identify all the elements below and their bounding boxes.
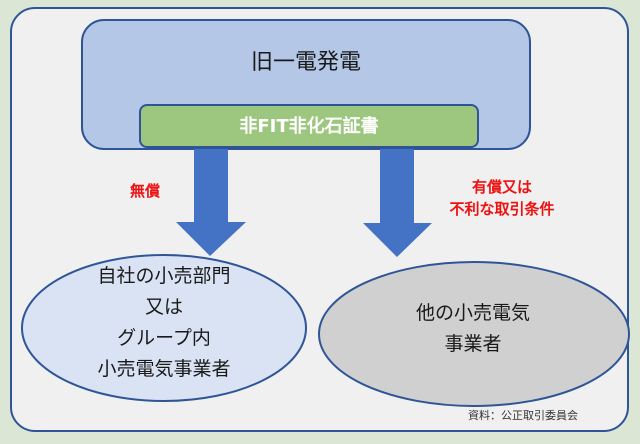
certificate-label: 非FIT非化石証書 [239, 116, 379, 137]
right-node-line: 他の小売電気 [415, 302, 530, 324]
right-node-line: 事業者 [444, 333, 502, 355]
top-box-label: 旧一電発電 [250, 50, 361, 75]
certificate-bar [139, 104, 479, 148]
arrow-left [176, 149, 246, 256]
right-node [318, 261, 630, 407]
paid-label: 有償又は 不利な取引条件 [432, 176, 572, 220]
left-node-label: 自社の小売部門 又は グループ内 小売電気事業者 [22, 261, 306, 385]
left-node [21, 254, 307, 402]
left-node-line: グループ内 [117, 327, 211, 349]
free-label: 無償 [130, 182, 161, 200]
left-node-line: 小売電気事業者 [97, 358, 231, 380]
left-node-line: 又は [144, 296, 183, 318]
left-node-line: 自社の小売部門 [97, 265, 231, 287]
paid-label-line: 不利な取引条件 [449, 200, 555, 218]
paid-label-line: 有償又は [471, 178, 532, 196]
arrow-right [363, 149, 432, 257]
source-note: 資料：公正取引委員会 [468, 409, 578, 422]
right-node-label: 他の小売電気 事業者 [318, 298, 628, 360]
